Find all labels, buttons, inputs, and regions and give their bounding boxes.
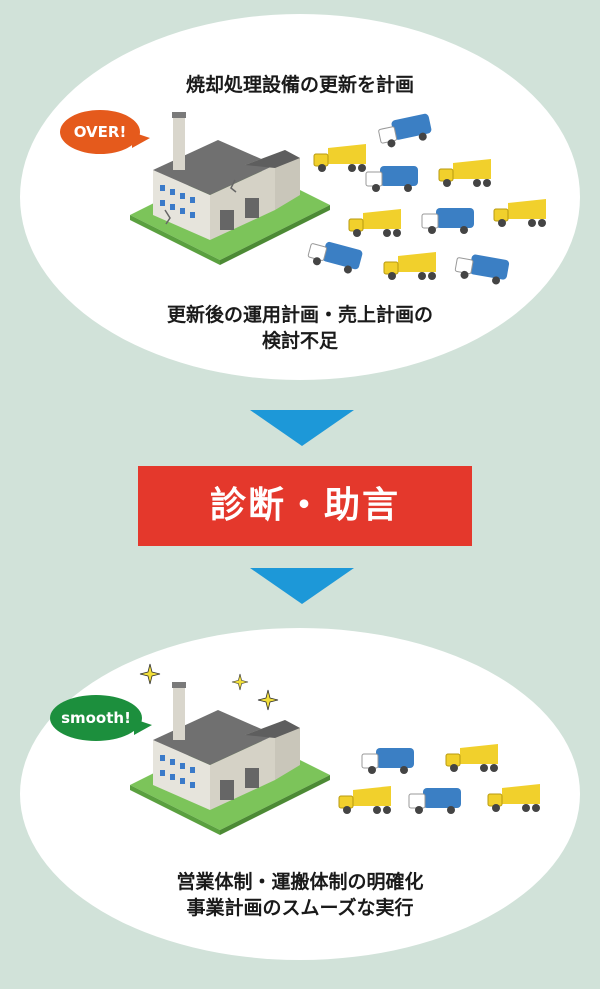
sparkle-icon — [139, 663, 161, 685]
problem-caption-line1: 更新後の運用計画・売上計画の — [166, 304, 433, 326]
factory-icon — [130, 682, 330, 835]
garbage-truck-icon — [408, 788, 461, 814]
dump-truck-icon — [438, 159, 491, 187]
result-caption-line2: 事業計画のスムーズな実行 — [186, 897, 414, 919]
dump-truck-icon — [383, 252, 436, 280]
dump-truck-icon — [338, 786, 391, 814]
dump-truck-icon — [313, 144, 366, 172]
dump-truck-icon — [445, 744, 498, 772]
factory-icon — [130, 112, 330, 265]
garbage-truck-icon — [365, 166, 418, 192]
dump-truck-icon — [493, 199, 546, 227]
down-arrow-icon — [250, 410, 354, 446]
result-caption: 営業体制・運搬体制の明確化 事業計画のスムーズな実行 — [0, 869, 600, 921]
result-caption-line1: 営業体制・運搬体制の明確化 — [176, 871, 424, 893]
problem-caption-line2: 検討不足 — [261, 330, 338, 352]
over-bubble: OVER! — [60, 110, 150, 154]
garbage-truck-icon — [378, 113, 432, 148]
plan-title: 焼却処理設備の更新を計画 — [185, 74, 414, 96]
sparkle-icon — [257, 689, 279, 711]
garbage-truck-icon — [307, 241, 363, 274]
dump-truck-icon — [487, 784, 540, 812]
smooth-bubble: smooth! — [50, 695, 152, 741]
sparkle-icon — [231, 673, 249, 691]
problem-caption: 更新後の運用計画・売上計画の 検討不足 — [0, 302, 600, 354]
garbage-truck-icon — [361, 748, 414, 774]
down-arrow-icon — [250, 568, 354, 604]
dump-truck-icon — [348, 209, 401, 237]
diagnosis-banner: 診断・助言 — [138, 466, 472, 546]
garbage-truck-icon — [454, 254, 510, 285]
garbage-truck-icon — [421, 208, 474, 234]
